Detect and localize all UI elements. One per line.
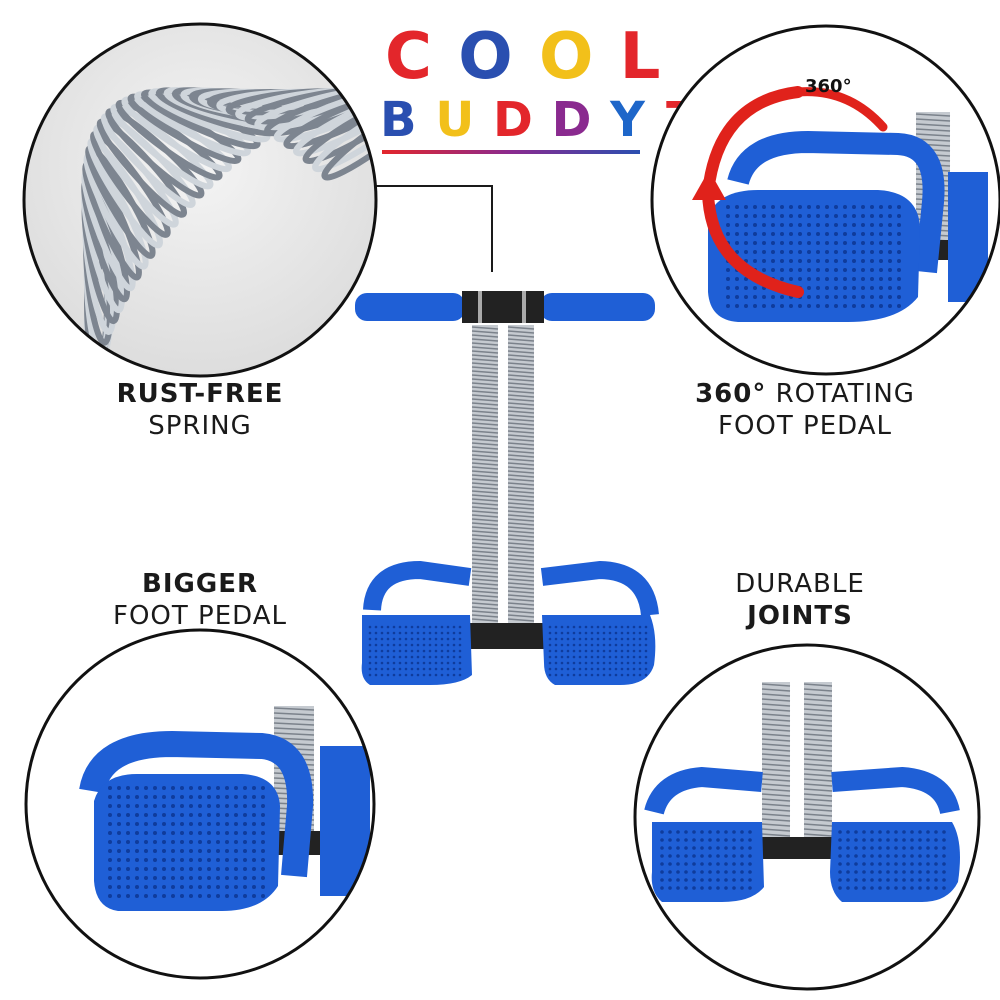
logo-underline xyxy=(382,150,640,154)
feature-subtitle: FOOT PEDAL xyxy=(113,601,287,631)
feature-subtitle: DURABLE xyxy=(735,569,865,599)
feature-rust-free-spring: RUST-FREE SPRING xyxy=(90,378,310,442)
left-pedal xyxy=(361,615,472,685)
left-pedal-strap xyxy=(363,560,472,611)
feature-title: RUST-FREE xyxy=(116,379,284,409)
rotation-badge: 360° xyxy=(805,76,852,97)
logo-letter: D xyxy=(493,92,534,148)
connector-line xyxy=(360,185,493,272)
logo-line-1: C O O L xyxy=(385,20,662,94)
tummy-trimmer-product xyxy=(355,291,659,685)
logo-letter: D xyxy=(551,92,593,148)
logo-letter: O xyxy=(458,20,515,94)
feature-durable-joints: DURABLE JOINTS xyxy=(700,568,900,632)
handle-left-grip xyxy=(355,293,465,321)
logo-letter: U xyxy=(435,92,476,148)
durable-joints-circle xyxy=(633,643,981,991)
feature-bigger-pedal: BIGGER FOOT PEDAL xyxy=(90,568,310,632)
rotating-pedal-circle xyxy=(650,24,1000,376)
spring-closeup-circle xyxy=(22,22,378,378)
logo-letter: B xyxy=(380,92,418,148)
feature-title: BIGGER xyxy=(142,569,258,599)
feature-subtitle-2: FOOT PEDAL xyxy=(718,411,892,441)
feature-rotating-pedal: 360° ROTATING FOOT PEDAL xyxy=(680,378,930,442)
logo-letter: L xyxy=(619,20,663,94)
logo-letter: Y xyxy=(610,92,646,148)
feature-subtitle: SPRING xyxy=(148,411,252,441)
logo-letter: C xyxy=(385,20,434,94)
logo-letter: O xyxy=(538,20,596,94)
feature-subtitle: ROTATING xyxy=(766,379,915,409)
feature-title: JOINTS xyxy=(747,601,853,631)
feature-title: 360° xyxy=(695,379,767,409)
handle-right-grip xyxy=(540,293,655,321)
right-pedal-strap xyxy=(540,560,659,617)
bigger-pedal-circle xyxy=(24,628,376,980)
